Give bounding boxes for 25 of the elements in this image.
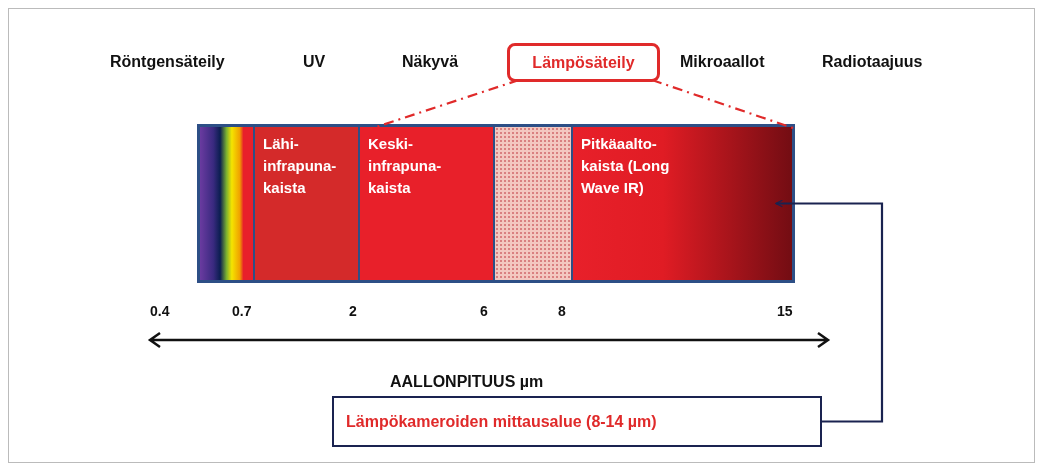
band-label: Lähi- infrapuna- kaista [263,134,338,198]
tick-label: 2 [349,302,357,321]
tick-label: 8 [558,302,566,321]
band-label: Pitkäaalto- kaista (Long Wave IR) [581,134,671,198]
note-box [332,396,822,447]
tick-label: 0.7 [232,302,252,321]
heading-box [507,43,660,82]
category-label: Näkyvä [402,52,459,72]
tick-label: 15 [777,302,793,321]
axis-label: AALLONPITUUS µm [390,372,544,392]
category-label: Mikroaallot [680,52,765,72]
box-label: Lämpökameroiden mittausalue (8-14 µm) [345,411,658,432]
category-label: Röntgensäteily [110,52,225,72]
spectrum-bar [197,124,795,283]
tick-label: 6 [480,302,488,321]
stippled-band [493,127,571,280]
band-box [571,127,792,280]
band-box [358,127,493,280]
category-label: Radiotaajuus [822,52,923,72]
band-label: Keski- infrapuna- kaista [368,134,443,198]
category-label: UV [303,52,326,72]
connector-arrow [775,199,884,423]
tick-label: 0.4 [150,302,170,321]
band-box [253,127,358,280]
box-label: Lämpösäteily [531,52,636,73]
